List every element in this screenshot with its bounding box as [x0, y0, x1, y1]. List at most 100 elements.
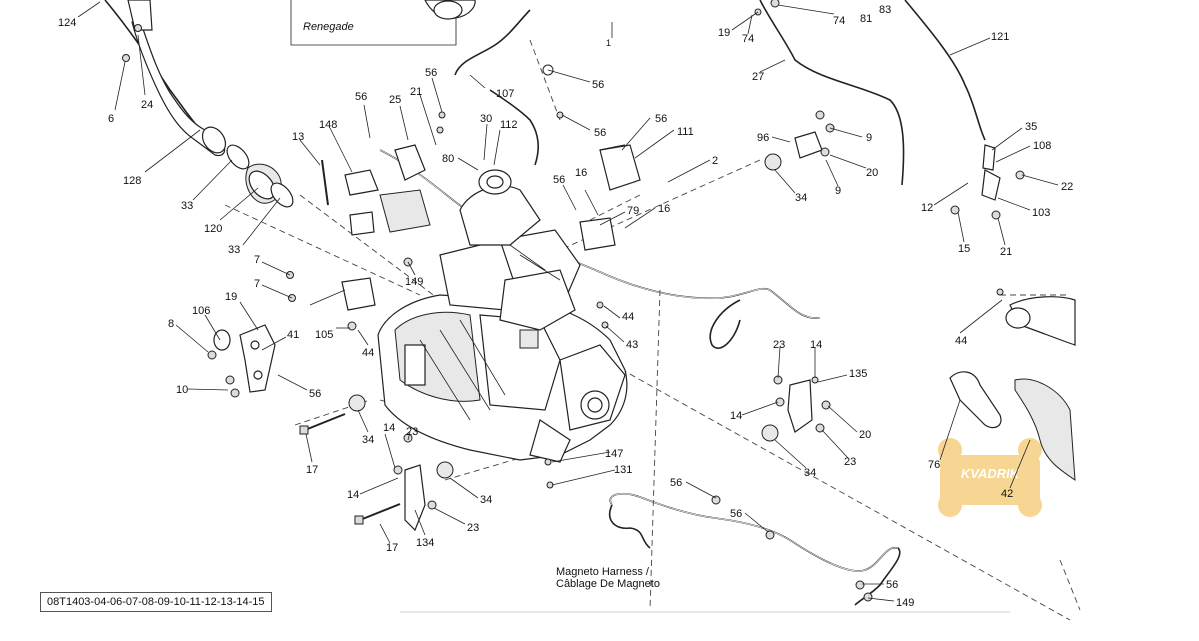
callout-labels: 124 6 24 128 33 120 33 13 148 56 25 21 5…: [58, 4, 1073, 609]
magneto-harness-line1: Magneto Harness /: [556, 566, 650, 578]
callout-56-a: 56: [355, 91, 367, 103]
callout-33-b: 33: [228, 244, 240, 256]
callout-80: 80: [442, 153, 454, 165]
callout-30: 30: [480, 113, 492, 125]
callout-7-b: 7: [254, 278, 260, 290]
brackets: [213, 131, 823, 532]
callout-41: 41: [287, 329, 299, 341]
callout-103: 103: [1032, 207, 1050, 219]
intake-tube: [127, 0, 294, 208]
callout-9-a: 9: [866, 132, 872, 144]
callout-112: 112: [500, 119, 518, 131]
callout-56-b: 56: [425, 67, 437, 79]
callout-56-c: 56: [592, 79, 604, 91]
diagram-reference-code: 08T1403-04-06-07-08-09-10-11-12-13-14-15: [40, 592, 272, 612]
callout-19-b: 19: [225, 291, 237, 303]
callout-20-b: 20: [859, 429, 871, 441]
callout-8: 8: [168, 318, 174, 330]
callout-9-b: 9: [835, 185, 841, 197]
callout-108: 108: [1033, 140, 1051, 152]
watermark-brand: KVADRIK: [961, 466, 1021, 481]
callout-19-a: 19: [718, 27, 730, 39]
right-side-parts: [949, 144, 1076, 481]
inset-title: Renegade: [303, 21, 354, 33]
callout-56-d: 56: [594, 127, 606, 139]
callout-17-b: 17: [386, 542, 398, 554]
callout-107: 107: [496, 88, 514, 100]
callout-34-b: 34: [362, 434, 374, 446]
callout-96: 96: [757, 132, 769, 144]
callout-14-a: 14: [810, 339, 822, 351]
callout-79: 79: [627, 205, 639, 217]
callout-33: 33: [181, 200, 193, 212]
callout-76: 76: [928, 459, 940, 471]
callout-105: 105: [315, 329, 333, 341]
callout-74-b: 74: [833, 15, 845, 27]
callout-106: 106: [192, 305, 210, 317]
callout-128: 128: [123, 175, 141, 187]
wiring-harness: [104, 0, 986, 606]
callout-56-g: 56: [309, 388, 321, 400]
callout-21: 21: [410, 86, 422, 98]
callout-83: 83: [879, 4, 891, 16]
callout-16-a: 16: [575, 167, 587, 179]
callout-149-a: 149: [405, 276, 423, 288]
callout-10: 10: [176, 384, 188, 396]
callout-25: 25: [389, 94, 401, 106]
callout-1: 1: [606, 38, 611, 48]
renegade-inset: Renegade: [290, 0, 476, 46]
callout-134: 134: [416, 537, 434, 549]
callout-81: 81: [860, 13, 872, 25]
callout-14-b: 14: [730, 410, 742, 422]
callout-56-h: 56: [670, 477, 682, 489]
callout-22: 22: [1061, 181, 1073, 193]
callout-13: 13: [292, 131, 304, 143]
callout-148: 148: [319, 119, 337, 131]
callout-121: 121: [991, 31, 1009, 43]
callout-17-a: 17: [306, 464, 318, 476]
callout-74-a: 74: [742, 33, 754, 45]
engine-assembly: [377, 169, 628, 463]
callout-43: 43: [626, 339, 638, 351]
leader-lines: [77, 1, 1059, 602]
callout-56-j: 56: [886, 579, 898, 591]
callout-44-b: 44: [622, 311, 634, 323]
callout-12: 12: [921, 202, 933, 214]
callout-23-b: 23: [844, 456, 856, 468]
callout-120: 120: [204, 223, 222, 235]
callout-23-c: 23: [406, 426, 418, 438]
callout-6: 6: [108, 113, 114, 125]
callout-147: 147: [605, 448, 623, 460]
callout-7-a: 7: [254, 254, 260, 266]
callout-34-c: 34: [804, 467, 816, 479]
callout-56-i: 56: [730, 508, 742, 520]
callout-44-c: 44: [955, 335, 967, 347]
callout-56-e: 56: [655, 113, 667, 125]
callout-149-b: 149: [896, 597, 914, 609]
callout-56-f: 56: [553, 174, 565, 186]
callout-2: 2: [712, 155, 718, 167]
magneto-harness-line2: Câblage De Magneto: [556, 578, 660, 590]
callout-24: 24: [141, 99, 153, 111]
callout-14-d: 14: [347, 489, 359, 501]
callout-35: 35: [1025, 121, 1037, 133]
callout-44-a: 44: [362, 347, 374, 359]
callout-131: 131: [614, 464, 632, 476]
kvadrik-watermark-logo: KVADRIK: [938, 438, 1042, 517]
callout-14-c: 14: [383, 422, 395, 434]
callout-111: 111: [677, 126, 694, 138]
ecu-and-connectors: [344, 144, 641, 251]
callout-34-d: 34: [480, 494, 492, 506]
callout-15: 15: [958, 243, 970, 255]
callout-135: 135: [849, 368, 867, 380]
callout-20-a: 20: [866, 167, 878, 179]
callout-21-b: 21: [1000, 246, 1012, 258]
callout-27: 27: [752, 71, 764, 83]
callout-16-b: 16: [658, 203, 670, 215]
callout-23-d: 23: [467, 522, 479, 534]
callout-42: 42: [1001, 488, 1013, 500]
magneto-harness-note: Magneto Harness / Câblage De Magneto: [556, 566, 660, 590]
callout-23-a: 23: [773, 339, 785, 351]
callout-34-a: 34: [795, 192, 807, 204]
